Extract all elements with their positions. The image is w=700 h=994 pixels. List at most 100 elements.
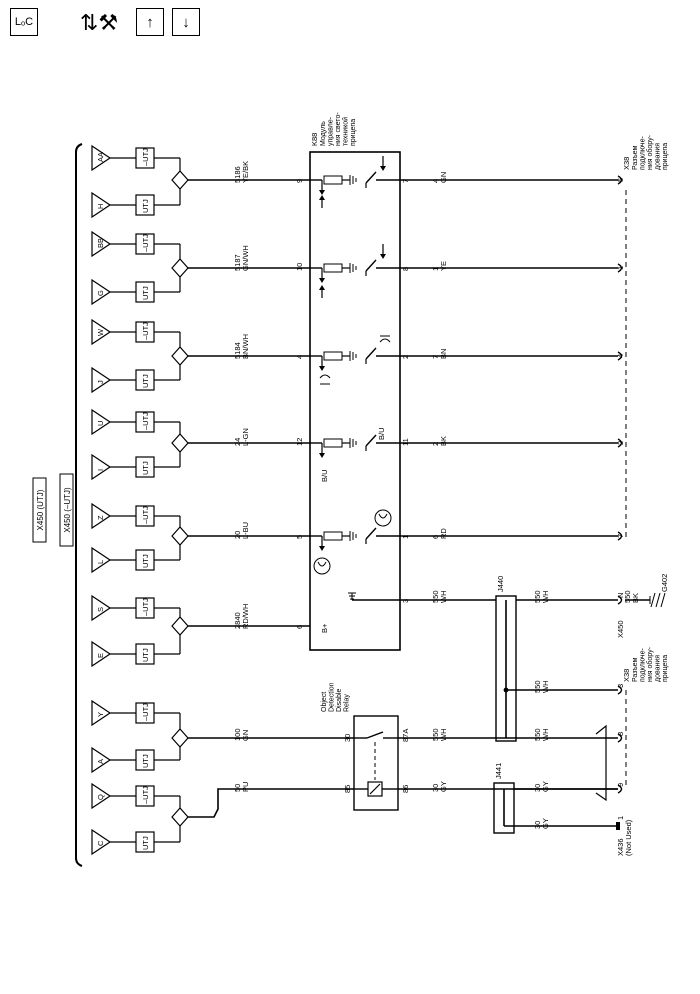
pin-utj-4: L [96, 560, 105, 564]
wire-color: GN [241, 730, 250, 741]
page-up-button[interactable]: ↑ [136, 8, 164, 36]
svg-text:1: 1 [616, 816, 625, 820]
wire-number: 50 [233, 784, 242, 792]
pin-utj-3: I [96, 469, 105, 471]
pin-utj-6: A [96, 759, 105, 764]
x38-desc-line: прицепа [662, 143, 669, 170]
pin-nutj-6: Y [96, 712, 105, 717]
ground-circuit: 550 WH 550 WH J440 N X450 550 BK G402 [400, 574, 669, 742]
locator-button[interactable]: LₒC [10, 8, 38, 36]
wire-number: 4 [431, 179, 440, 183]
svg-text:WH: WH [439, 729, 448, 742]
x38-desc-line: Разъем [632, 145, 639, 170]
module-pin-in: 9 [295, 179, 304, 183]
svg-text:WH: WH [541, 681, 550, 694]
pin-nutj-3: U [96, 421, 105, 426]
wire-color: L-GN [241, 428, 250, 446]
module-pin-out: 1 [401, 535, 410, 539]
x38-pin: 7 [616, 534, 625, 538]
module-pin-out: 7 [401, 179, 410, 183]
svg-text:550: 550 [623, 590, 632, 603]
tag-utj: UTJ [141, 461, 150, 475]
x38-desc-line: ния обору- [646, 646, 654, 682]
tag-nutj: –UTJ [141, 786, 150, 804]
pin-nutj-7: Q [96, 794, 105, 800]
tag-utj: UTJ [141, 199, 150, 213]
x450-utj-label: X450 (UTJ) [36, 489, 45, 530]
page-down-button[interactable]: ↓ [172, 8, 200, 36]
tag-utj: UTJ [141, 754, 150, 768]
wire-number: 5186 [233, 166, 242, 183]
tag-nutj: –UTJ [141, 506, 150, 524]
module-bu-out: B/U [377, 427, 386, 440]
module-name-line: прицепа [350, 119, 357, 146]
svg-text:WH: WH [541, 729, 550, 742]
x38-desc-line: подключе- [640, 136, 647, 170]
wire-color: L-BU [241, 522, 250, 539]
wire-number: 2840 [233, 612, 242, 629]
x38-desc-line: ния обору- [646, 134, 654, 170]
svg-text:87A: 87A [401, 729, 410, 742]
svg-text:WH: WH [541, 591, 550, 604]
module-pin-out: 11 [401, 438, 410, 446]
tag-utj: UTJ [141, 374, 150, 388]
module-pin-out: 8 [401, 267, 410, 271]
wire-number: 5187 [233, 254, 242, 271]
svg-text:GY: GY [439, 781, 448, 792]
x436-note: (Not Used) [624, 819, 633, 856]
tag-utj: UTJ [141, 648, 150, 662]
navigation-tools-icon[interactable]: ⇅⚒ [79, 10, 119, 35]
svg-text:550: 550 [533, 680, 542, 693]
svg-text:550: 550 [533, 728, 542, 741]
module-pin-in: 4 [295, 355, 304, 359]
svg-text:30: 30 [343, 734, 352, 742]
svg-text:9: 9 [616, 783, 625, 787]
locator-icon: LₒC [14, 16, 34, 28]
x38-desc-line: подключе- [640, 648, 647, 682]
svg-text:X38: X38 [622, 157, 631, 170]
module-pin-3: 3 [401, 599, 410, 603]
wire-color: GN/WH [241, 245, 250, 271]
tag-nutj: –UTJ [141, 322, 150, 340]
splice-j441: J441 [494, 763, 503, 779]
arrow-down-icon: ↓ [182, 13, 190, 31]
wire-number: 100 [233, 728, 242, 741]
module-name-line: Модуль [320, 121, 327, 146]
svg-text:30: 30 [533, 784, 542, 792]
wire-number: 1 [431, 267, 440, 271]
svg-text:X38: X38 [622, 669, 631, 682]
wire-number: 6 [431, 535, 440, 539]
wire-number: 20 [233, 531, 242, 539]
tag-utj: UTJ [141, 836, 150, 850]
x38-desc-line: прицепа [662, 655, 669, 682]
tag-utj: UTJ [141, 286, 150, 300]
pin-utj-5: E [96, 653, 105, 658]
pin-nutj-0: AA [96, 152, 105, 162]
svg-text:30: 30 [431, 784, 440, 792]
x38-desc-line: дования [655, 655, 662, 682]
wire-color: YE/BK [241, 161, 250, 183]
module-bu-in: B/U [320, 469, 329, 482]
relay-name-line: Relay [344, 694, 351, 712]
wire-color: BK [439, 436, 448, 446]
toolbar: LₒC ⇅⚒ ↑ ↓ [0, 8, 700, 44]
svg-text:GY: GY [541, 818, 550, 829]
ground-g402: G402 [660, 574, 669, 592]
tag-nutj: –UTJ [141, 148, 150, 166]
pin-utj-7: C [96, 840, 105, 846]
